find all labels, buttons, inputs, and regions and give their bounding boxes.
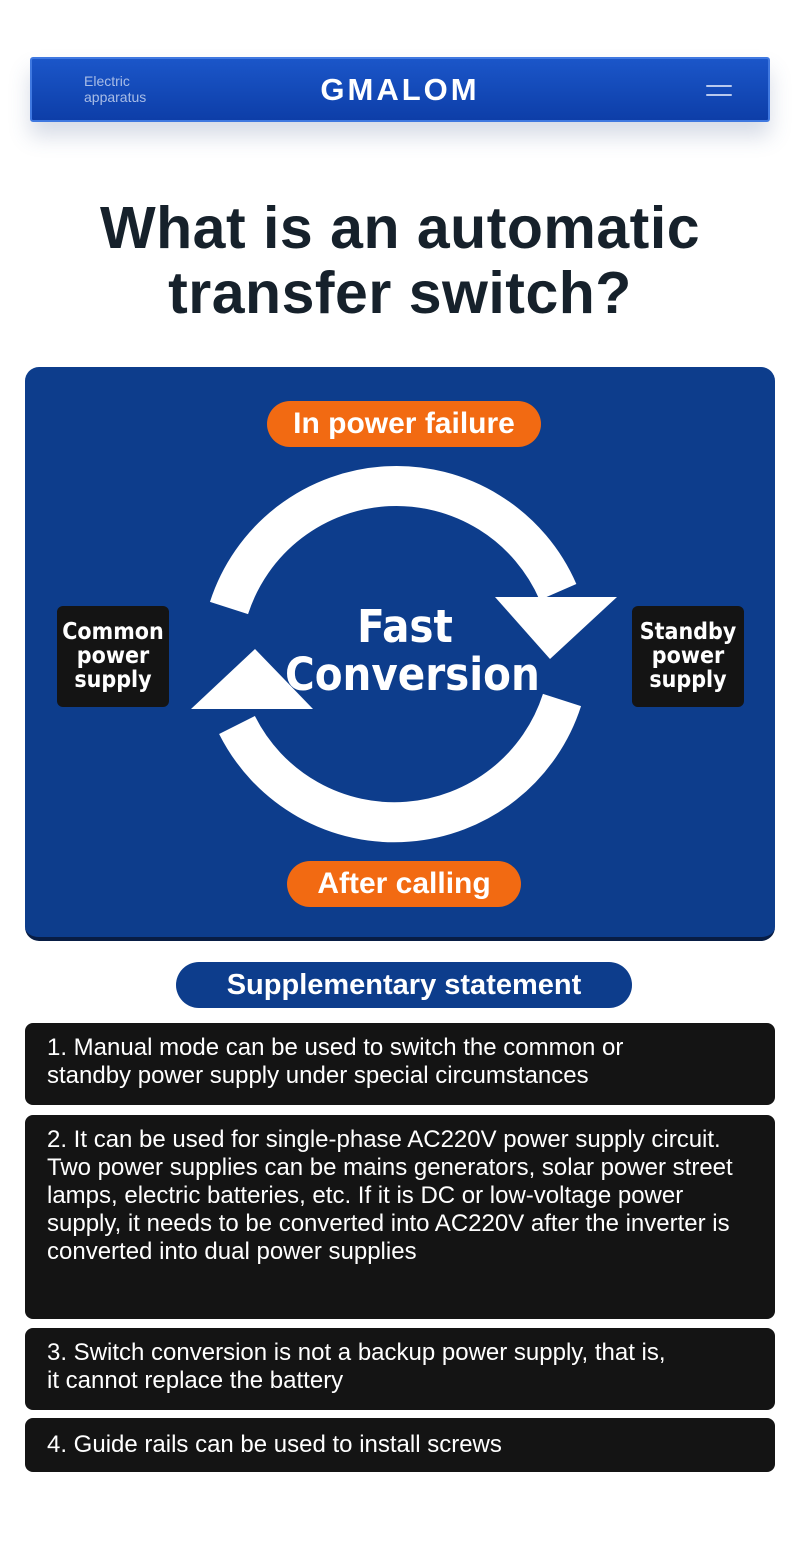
center-text-line-1: Fast (357, 600, 453, 653)
menu-line (706, 94, 732, 96)
menu-line (706, 85, 732, 87)
note-text: 3. Switch conversion is not a backup pow… (47, 1339, 666, 1394)
bottom-arrowhead (191, 649, 313, 709)
page-title: What is an automatic transfer switch? (40, 196, 760, 326)
note-item-4: 4. Guide rails can be used to install sc… (25, 1418, 775, 1472)
supplementary-heading: Supplementary statement (176, 962, 632, 1008)
note-text: 1. Manual mode can be used to switch the… (47, 1034, 624, 1089)
standby-box-line-3: supply (649, 667, 727, 693)
note-text: 4. Guide rails can be used to install sc… (47, 1431, 502, 1458)
common-box-line-2: power (76, 643, 150, 669)
fast-conversion-text: Fast Conversion (285, 600, 540, 701)
common-power-supply-box: Common power supply (57, 606, 169, 707)
note-item-2: 2. It can be used for single-phase AC220… (25, 1115, 775, 1319)
center-text-line-2: Conversion (285, 648, 540, 701)
tagline-line-1: Electric (84, 73, 130, 89)
note-item-1: 1. Manual mode can be used to switch the… (25, 1023, 775, 1105)
note-item-3: 3. Switch conversion is not a backup pow… (25, 1328, 775, 1410)
cycle-arrows-graphic (191, 466, 617, 843)
tagline-line-2: apparatus (84, 89, 147, 105)
after-calling-label: After calling (287, 861, 521, 907)
bottom-cycle-arrow (219, 693, 582, 843)
hamburger-menu-icon[interactable] (706, 82, 732, 98)
standby-box-line-2: power (651, 643, 725, 669)
standby-box-line-1: Standby (639, 619, 737, 645)
common-box-line-1: Common (62, 619, 164, 645)
top-arrowhead (495, 597, 617, 659)
transfer-diagram-panel: In power failure After calling Common po… (25, 367, 775, 941)
header-tagline: Electric apparatus (84, 73, 204, 105)
page-title-line-2: transfer switch? (168, 260, 632, 326)
note-text: 2. It can be used for single-phase AC220… (47, 1126, 733, 1265)
page-title-line-1: What is an automatic (99, 195, 701, 261)
standby-power-supply-box: Standby power supply (632, 606, 744, 707)
top-header-bar: Electric apparatus GMALOM (30, 57, 770, 122)
in-power-failure-label: In power failure (267, 401, 541, 447)
common-box-line-3: supply (74, 667, 152, 693)
brand-logo[interactable]: GMALOM (320, 72, 480, 107)
top-cycle-arrow (209, 466, 577, 615)
